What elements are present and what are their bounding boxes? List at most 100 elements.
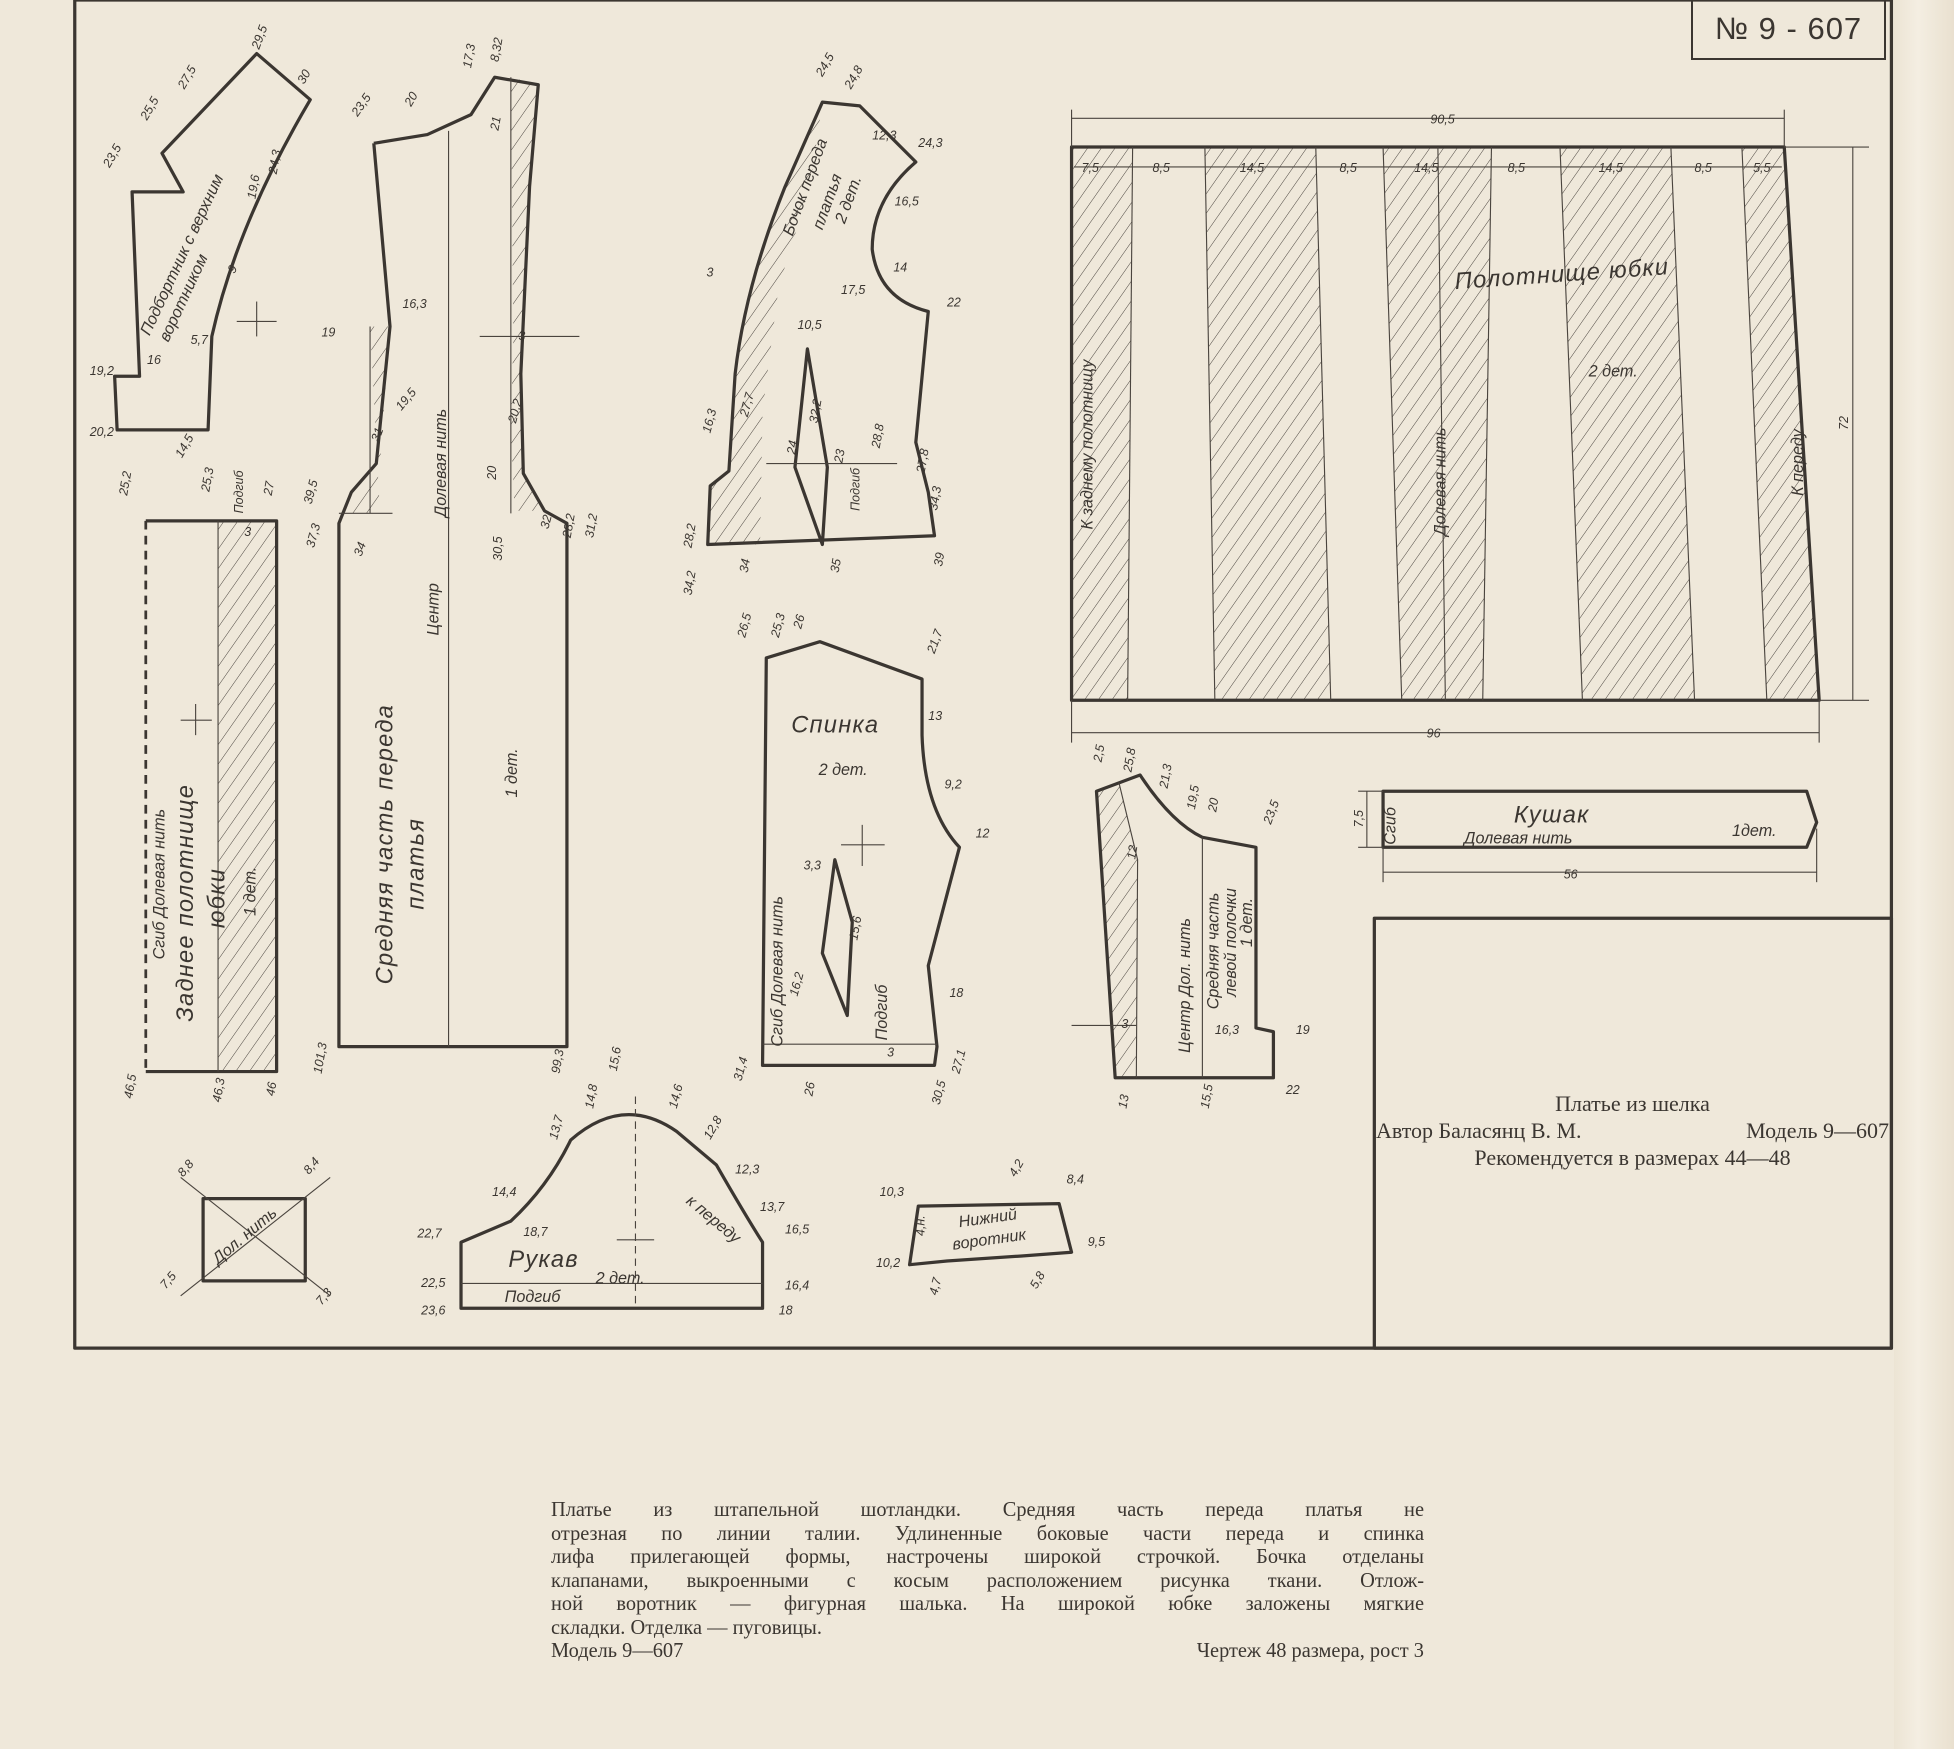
dimension-label: 13,7 (760, 1200, 785, 1214)
count-label: 2 дет. (1588, 362, 1638, 380)
width-label: 96 (1427, 727, 1441, 741)
dimension-label: 14,5 (172, 432, 196, 460)
dimension-label: 10,5 (797, 318, 821, 332)
dimension-label: 23 (831, 448, 847, 465)
title-block-title: Платье из шелка (1555, 1091, 1710, 1116)
dimension-label: 29,5 (248, 23, 270, 52)
direction-label: К заднему полотнищу (1079, 359, 1097, 530)
dimension-label: 26 (790, 613, 807, 631)
width-label: 90,5 (1430, 112, 1454, 126)
piece-name: юбки (204, 868, 230, 928)
dimension-label: 27,7 (737, 390, 757, 419)
count-label: 1дет. (1732, 822, 1777, 840)
dimension-label: 3 (706, 266, 713, 280)
caption-line: Платье из штапельной шотландки. Средняя … (551, 1497, 1424, 1521)
dimension-label: 46 (263, 1081, 279, 1097)
dimension-label: 32 (538, 513, 555, 530)
dimension-label: 25,5 (137, 94, 162, 123)
dimension-label: 31,2 (582, 512, 600, 538)
dimension-label: 13 (928, 709, 942, 723)
grain-label: Долевая нить (432, 409, 450, 519)
dimension-label: 19,5 (393, 385, 419, 413)
dimension-label: 13 (1116, 1093, 1132, 1109)
dimension-label: 19 (1296, 1023, 1310, 1037)
dimension-label: 23,5 (1260, 798, 1282, 827)
dimension-label: 16 (147, 353, 161, 367)
dimension-label: 16,3 (402, 297, 426, 311)
dimension-label: 25,8 (1120, 747, 1138, 774)
dimension-label: 27,5 (174, 63, 199, 92)
dimension-label: 18 (779, 1304, 793, 1318)
dimension-label: 34,2 (681, 570, 699, 596)
dimension-label: 20,2 (89, 425, 114, 439)
dimension-label: 101,3 (311, 1041, 330, 1074)
dimension-label: 7,3 (313, 1285, 335, 1307)
dimension-label: 18,7 (523, 1225, 548, 1239)
dimension-label: 8,4 (1067, 1173, 1084, 1187)
dimension-label: 39,5 (301, 478, 321, 505)
sheet-number: № 9 - 607 (1691, 0, 1886, 60)
dimension-label: 8,4 (301, 1155, 323, 1177)
dimension-label: 19,2 (90, 364, 114, 378)
dimension-label: 20,2 (505, 397, 525, 425)
dimension-label: 10,2 (876, 1256, 900, 1270)
dimension-label: 4,2 (1006, 1157, 1027, 1179)
length-label: 72 (1837, 416, 1851, 430)
direction-label: К переду (1789, 428, 1807, 496)
dimension-label: 13,7 (546, 1113, 566, 1141)
dimension-label: 3 (518, 329, 525, 343)
grain-label: Дол. нить (208, 1204, 281, 1269)
caption-line: лифа прилегающей формы, настрочены широк… (551, 1544, 1424, 1568)
dimension-label: 22,5 (420, 1276, 445, 1290)
piece-sash (1358, 789, 1819, 883)
dimension-label: 8,5 (1153, 161, 1170, 175)
dimension-label: 34 (737, 558, 753, 574)
dimension-label: 28,8 (869, 423, 887, 450)
piece-center-front (337, 75, 580, 1049)
dimension-label: 12,3 (872, 129, 896, 143)
dimension-label: 7,5 (1082, 161, 1099, 175)
piece-name: левой полочки (1222, 888, 1240, 998)
dimension-label: 31,4 (731, 1055, 751, 1082)
dimension-label: 30,5 (929, 1079, 949, 1106)
width-label: 7,5 (1352, 810, 1366, 827)
hem-label: Подгиб (505, 1288, 562, 1306)
dimension-label: 14,5 (1414, 161, 1438, 175)
fold-label: Сгиб (1382, 806, 1400, 845)
piece-flap (180, 1177, 331, 1297)
title-block-model: Модель 9—607 (1746, 1118, 1889, 1143)
dimension-label: 16,2 (787, 970, 807, 997)
fold-label: 4,н. (914, 1215, 928, 1236)
dimension-label: 18 (949, 986, 963, 1000)
dimension-label: 16,4 (785, 1279, 809, 1293)
dimension-label: 7,5 (157, 1269, 179, 1291)
dimension-label: 12,3 (735, 1163, 759, 1177)
dimension-label: 22 (1285, 1083, 1300, 1097)
dimension-label: 8,8 (175, 1157, 197, 1179)
dimension-label: 5,7 (191, 333, 209, 347)
dimension-label: 26,5 (734, 612, 754, 640)
dimension-label: 28,2 (681, 522, 699, 549)
count-label: 1 дет. (241, 867, 259, 916)
caption-line: складки. Отделка — пуговицы. (551, 1614, 822, 1639)
grain-label: Сгиб Долевая нить (150, 809, 168, 960)
dimension-label: 21 (487, 115, 503, 132)
dimension-label: 27,1 (949, 1048, 969, 1076)
dimension-label: 12 (1124, 844, 1140, 860)
dimension-label: 17,5 (841, 283, 865, 297)
dimension-label: 25,3 (768, 612, 788, 640)
dimension-label: 10,3 (880, 1185, 904, 1199)
dimension-label: 3,3 (804, 859, 821, 873)
hem-label: Подгиб (873, 984, 891, 1041)
grain-label: Долевая нить (1462, 830, 1572, 848)
piece-back-skirt (144, 519, 279, 1074)
dimension-label: 34 (351, 540, 369, 558)
dimension-label: Подгиб (849, 467, 863, 511)
dimension-label: 21,7 (924, 627, 946, 657)
grain-label: Сгиб Долевая нить (768, 896, 786, 1047)
center-label: Центр (425, 583, 443, 635)
dimension-label: 24,3 (266, 149, 284, 176)
dimension-label: 25,2 (116, 470, 134, 497)
dimension-label: 8,5 (1339, 161, 1356, 175)
